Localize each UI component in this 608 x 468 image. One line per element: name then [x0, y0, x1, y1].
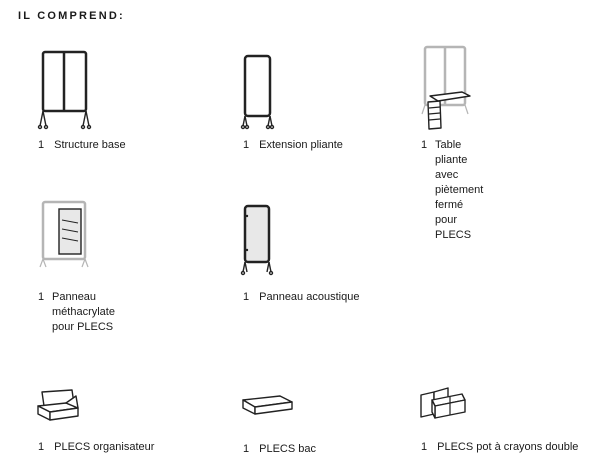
item-label: 1 Panneau méthacrylate pour PLECS: [38, 290, 117, 335]
item-quantity: 1: [243, 443, 250, 455]
item-label: 1 PLECS pot à crayons double: [421, 440, 578, 455]
item-quantity: 1: [421, 139, 428, 151]
item-name: Structure base: [54, 139, 126, 151]
item-name: PLECS bac: [259, 443, 316, 455]
frame-single-panel-icon: [240, 54, 275, 130]
item-label: 1 PLECS bac: [243, 442, 316, 457]
item-quantity: 1: [243, 291, 250, 303]
acoustic-panel-icon: [240, 204, 274, 276]
double-pencil-holder-icon: [420, 387, 466, 419]
item-label: 1 Panneau acoustique: [243, 290, 359, 305]
item-quantity: 1: [38, 291, 45, 303]
item-label: 1 Extension pliante: [243, 138, 343, 153]
item-quantity: 1: [243, 139, 250, 151]
item-name: PLECS pot à crayons double: [437, 441, 579, 453]
organizer-tray-icon: [37, 389, 79, 421]
item-quantity: 1: [421, 441, 428, 453]
tray-icon: [242, 395, 293, 415]
methacrylate-panel-icon: [39, 200, 89, 268]
item-name: PLECS organisateur: [54, 441, 155, 453]
item-name: Table pliante avec piètement fermé pour …: [435, 139, 484, 241]
item-label: 1 PLECS organisateur: [38, 440, 154, 455]
section-heading: IL COMPREND:: [18, 10, 125, 22]
frame-double-panel-icon: [37, 50, 92, 130]
item-quantity: 1: [38, 441, 45, 453]
item-name: Panneau méthacrylate pour PLECS: [52, 291, 115, 333]
item-quantity: 1: [38, 139, 45, 151]
item-label: 1 Structure base: [38, 138, 126, 153]
item-name: Extension pliante: [259, 139, 343, 151]
folding-table-icon: [421, 45, 471, 130]
item-name: Panneau acoustique: [259, 291, 360, 303]
item-label: 1 Table pliante avec piètement fermé pou…: [421, 138, 485, 243]
